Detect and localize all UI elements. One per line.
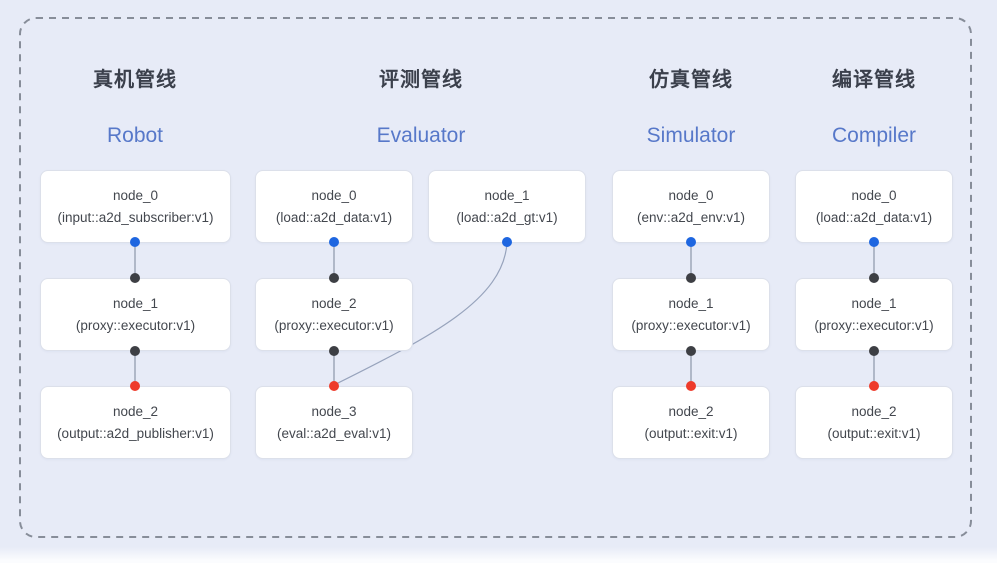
node-name: node_0 xyxy=(112,187,159,203)
pipeline-title-en-evaluator: Evaluator xyxy=(376,124,466,147)
node-spec: (proxy::executor:v1) xyxy=(631,317,751,333)
pipeline-title-en-compiler: Compiler xyxy=(831,124,917,147)
pipeline-title-cn-evaluator: 评测管线 xyxy=(379,69,463,91)
node-spec: (load::a2d_gt:v1) xyxy=(456,209,558,225)
node-spec: (load::a2d_data:v1) xyxy=(815,209,933,225)
evaluator-node-2[interactable]: node_2 (proxy::executor:v1) xyxy=(255,278,413,351)
port-dot-black xyxy=(329,346,339,356)
node-spec: (output::exit:v1) xyxy=(644,425,738,441)
port-dot-black xyxy=(329,273,339,283)
robot-node-2[interactable]: node_2 (output::a2d_publisher:v1) xyxy=(40,386,231,459)
port-dot-black xyxy=(130,273,140,283)
pipeline-title-cn-robot: 真机管线 xyxy=(93,69,177,91)
robot-node-1[interactable]: node_1 (proxy::executor:v1) xyxy=(40,278,231,351)
port-dot-blue xyxy=(329,237,339,247)
node-name: node_1 xyxy=(112,295,159,311)
node-name: node_1 xyxy=(668,295,714,311)
evaluator-curve-edge xyxy=(335,242,508,385)
port-dot-red xyxy=(130,381,140,391)
pipeline-title-cn-simulator: 仿真管线 xyxy=(649,69,733,91)
pipeline-title-en-simulator: Simulator xyxy=(646,124,736,147)
port-dot-red xyxy=(686,381,696,391)
simulator-node-2[interactable]: node_2 (output::exit:v1) xyxy=(612,386,770,459)
node-name: node_2 xyxy=(112,403,159,419)
port-dot-red xyxy=(869,381,879,391)
evaluator-node-1[interactable]: node_1 (load::a2d_gt:v1) xyxy=(428,170,586,243)
evaluator-node-0[interactable]: node_0 (load::a2d_data:v1) xyxy=(255,170,413,243)
port-dot-blue xyxy=(686,237,696,247)
pipeline-title-cn-compiler: 编译管线 xyxy=(832,69,916,91)
node-spec: (eval::a2d_eval:v1) xyxy=(276,425,392,441)
port-dot-black xyxy=(130,346,140,356)
node-spec: (load::a2d_data:v1) xyxy=(275,209,393,225)
node-spec: (proxy::executor:v1) xyxy=(75,317,196,333)
node-name: node_0 xyxy=(851,187,897,203)
pipeline-title-en-robot: Robot xyxy=(106,124,164,147)
robot-node-0[interactable]: node_0 (input::a2d_subscriber:v1) xyxy=(40,170,231,243)
port-dot-black xyxy=(869,346,879,356)
port-dot-blue xyxy=(502,237,512,247)
evaluator-node-3[interactable]: node_3 (eval::a2d_eval:v1) xyxy=(255,386,413,459)
node-name: node_1 xyxy=(484,187,530,203)
port-dot-black xyxy=(686,346,696,356)
node-name: node_2 xyxy=(668,403,714,419)
dashed-frame xyxy=(19,17,972,538)
compiler-node-0[interactable]: node_0 (load::a2d_data:v1) xyxy=(795,170,953,243)
port-dot-black xyxy=(686,273,696,283)
port-dot-red xyxy=(329,381,339,391)
port-dot-blue xyxy=(130,237,140,247)
node-spec: (proxy::executor:v1) xyxy=(814,317,934,333)
node-spec: (proxy::executor:v1) xyxy=(274,317,394,333)
node-name: node_2 xyxy=(311,295,357,311)
node-name: node_1 xyxy=(851,295,897,311)
node-name: node_3 xyxy=(311,403,357,419)
simulator-node-1[interactable]: node_1 (proxy::executor:v1) xyxy=(612,278,770,351)
port-dot-blue xyxy=(869,237,879,247)
port-dot-black xyxy=(869,273,879,283)
node-spec: (env::a2d_env:v1) xyxy=(636,209,746,225)
compiler-node-2[interactable]: node_2 (output::exit:v1) xyxy=(795,386,953,459)
node-spec: (output::a2d_publisher:v1) xyxy=(57,425,214,441)
node-name: node_0 xyxy=(668,187,714,203)
simulator-node-0[interactable]: node_0 (env::a2d_env:v1) xyxy=(612,170,770,243)
node-spec: (output::exit:v1) xyxy=(827,425,921,441)
node-spec: (input::a2d_subscriber:v1) xyxy=(57,209,214,225)
node-name: node_0 xyxy=(311,187,357,203)
node-name: node_2 xyxy=(851,403,897,419)
compiler-node-1[interactable]: node_1 (proxy::executor:v1) xyxy=(795,278,953,351)
